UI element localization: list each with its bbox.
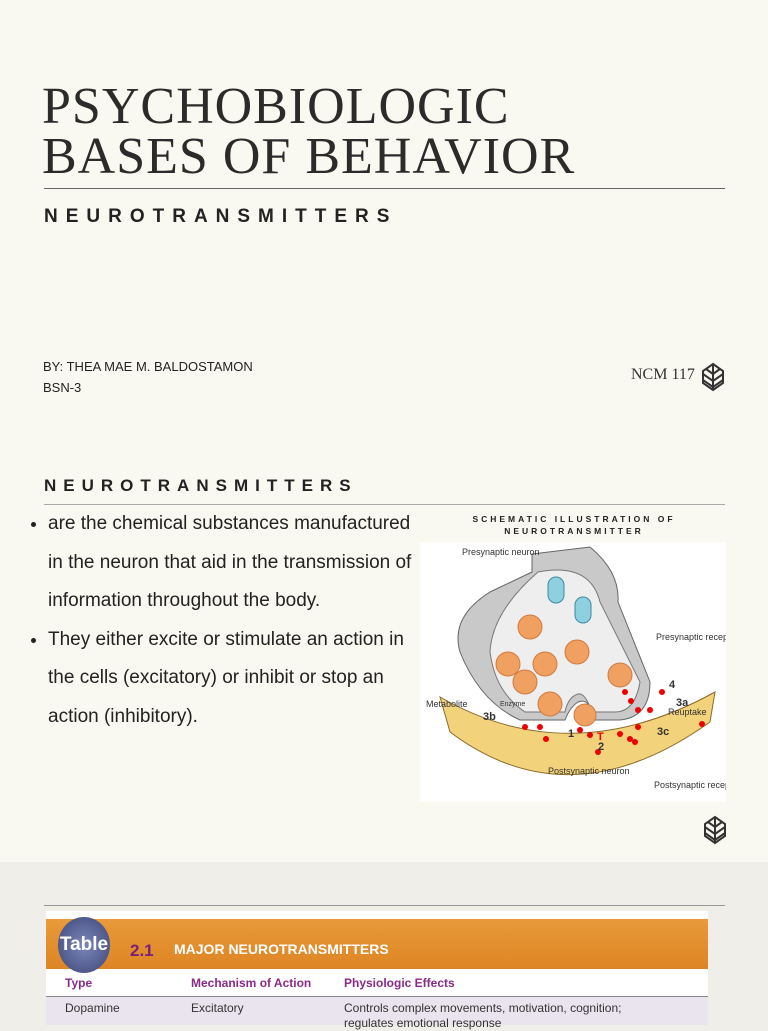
neurotransmitter-table: Table 2.1 MAJOR NEUROTRANSMITTERS Type M… (46, 911, 708, 1030)
column-header: Physiologic Effects (344, 976, 455, 990)
table-number: 2.1 (130, 941, 154, 960)
bullet-list: are the chemical substances manufactured… (28, 505, 416, 736)
label-2: 2 (598, 741, 604, 753)
label-t: T (597, 731, 604, 743)
leaf-logo-icon (702, 362, 724, 392)
divider (44, 504, 725, 505)
course-code: NCM 117 (631, 366, 695, 383)
list-item: are the chemical substances manufactured… (48, 505, 416, 621)
figure-caption: SCHEMATIC ILLUSTRATION OF NEUROTRANSMITT… (472, 514, 676, 536)
divider (44, 188, 725, 189)
label-presynaptic-receptor: Presynaptic receptor (656, 632, 726, 642)
table-title-bar: Table 2.1 MAJOR NEUROTRANSMITTERS (46, 917, 708, 973)
label-reuptake: Reuptake (668, 707, 707, 717)
section-heading: NEUROTRANSMITTERS (44, 476, 358, 495)
label-postsynaptic-receptor: Postsynaptic receptor (654, 780, 726, 790)
label-3b: 3b (483, 711, 496, 723)
label-metabolite: Metabolite (426, 699, 468, 709)
subtitle: NEUROTRANSMITTERS (44, 206, 398, 227)
label-presynaptic-neuron: Presynaptic neuron (462, 547, 540, 557)
column-header: Type (65, 976, 93, 990)
label-postsynaptic-neuron: Postsynaptic neuron (548, 766, 630, 776)
label-3c: 3c (657, 726, 669, 738)
table-row (46, 996, 708, 1025)
synapse-diagram: Presynaptic neuron Presynaptic receptor … (420, 542, 741, 802)
label-enzyme: Enzyme (500, 701, 525, 708)
table-badge: Table (58, 917, 110, 973)
table-cell: Controls complex movements, motivation, … (344, 1001, 622, 1030)
label-1: 1 (568, 728, 574, 740)
list-item: They either excite or stimulate an actio… (48, 621, 416, 737)
column-header: Mechanism of Action (191, 976, 312, 990)
table-cell: Dopamine (65, 1001, 120, 1015)
leaf-logo-icon (704, 815, 726, 845)
table-cell: Excitatory (191, 1001, 244, 1015)
label-3a: 3a (676, 697, 689, 709)
label-4: 4 (669, 679, 676, 691)
divider (44, 905, 725, 906)
table-name: MAJOR NEUROTRANSMITTERS (174, 941, 389, 957)
